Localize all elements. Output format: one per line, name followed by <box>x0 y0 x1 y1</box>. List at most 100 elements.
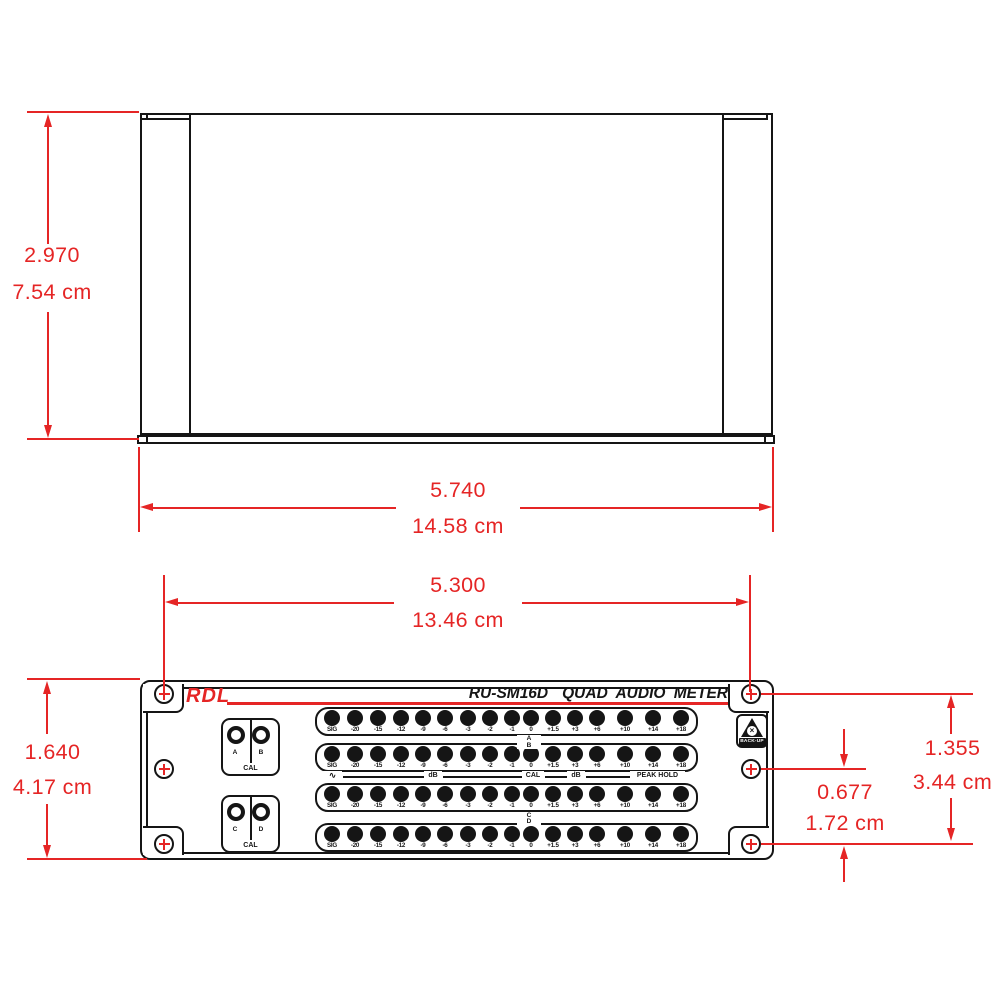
dim-ext-line <box>27 438 139 440</box>
top-view-right-panel-line <box>722 113 724 435</box>
cal-label: CAL <box>243 765 258 772</box>
led-indicator <box>415 826 431 842</box>
meter-tick-label: +10 <box>620 726 630 733</box>
meter-tick-label: -2 <box>487 802 493 809</box>
meter-tick-label: 0 <box>529 802 533 809</box>
screw-bottom-right <box>741 834 761 854</box>
divider-line <box>343 776 424 778</box>
led-indicator <box>370 710 386 726</box>
meter-tick-label: -6 <box>442 842 448 849</box>
cal-group-cd: C D CAL <box>221 795 280 853</box>
meter-tick-label: -20 <box>350 726 360 733</box>
dim-arrow-down <box>43 425 52 438</box>
top-view-right-lip-line <box>722 117 768 120</box>
meter-tick-label: +1.5 <box>547 762 559 769</box>
top-view-outline <box>140 113 773 435</box>
meter-tick-label: +6 <box>593 842 601 849</box>
meter-tick-label: SIG <box>326 762 338 769</box>
dim-ext-line <box>27 678 140 680</box>
divider-line <box>586 776 630 778</box>
front-panel-outline <box>140 680 774 860</box>
jack-label: B <box>258 749 264 756</box>
top-view-rail-left-tick <box>146 436 148 443</box>
led-indicator <box>324 786 340 802</box>
brand-logo: RDL <box>186 685 231 707</box>
led-indicator <box>415 746 431 762</box>
dim-text-metric: 1.72 cm <box>805 811 885 835</box>
top-view-left-lip-line <box>140 117 190 120</box>
meter-tick-label: -20 <box>350 762 360 769</box>
channel-marker-a: A <box>517 734 541 742</box>
meter-tick-label: -15 <box>373 842 383 849</box>
cal-jack-c[interactable] <box>227 803 245 821</box>
meter-tick-label: +6 <box>593 802 601 809</box>
meter-tick-label: +3 <box>571 802 579 809</box>
led-indicator <box>523 786 539 802</box>
dim-line <box>843 729 845 756</box>
meter-tick-label: -2 <box>487 762 493 769</box>
cal-jack-a[interactable] <box>227 726 245 744</box>
dim-arrow-left <box>165 598 178 606</box>
meter-tick-label: +3 <box>571 762 579 769</box>
meter-tick-label: -6 <box>442 762 448 769</box>
led-indicator <box>504 826 520 842</box>
meter-tick-label: +14 <box>648 726 658 733</box>
channel-marker-b: B <box>517 741 541 749</box>
led-indicator <box>460 746 476 762</box>
meter-tick-label: +18 <box>676 842 686 849</box>
led-indicator <box>673 710 689 726</box>
meter-tick-label: SIG <box>326 842 338 849</box>
meter-tick-label: -3 <box>465 762 471 769</box>
dim-line <box>950 706 952 734</box>
led-indicator <box>415 786 431 802</box>
dim-arrow-up <box>946 695 955 708</box>
dim-text-inches: 5.300 <box>430 573 486 597</box>
led-indicator <box>567 826 583 842</box>
meter-tick-label: +3 <box>571 842 579 849</box>
divider-label-db: dB <box>424 771 442 780</box>
dim-line <box>174 602 394 604</box>
dim-ext-line <box>749 575 751 692</box>
led-indicator <box>589 710 605 726</box>
led-indicator <box>617 710 633 726</box>
meter-tick-label: +10 <box>620 802 630 809</box>
meter-tick-label: -15 <box>373 762 383 769</box>
led-indicator <box>437 826 453 842</box>
model-number: RU-SM16D <box>468 685 549 702</box>
led-indicator <box>523 746 539 762</box>
led-indicator <box>437 710 453 726</box>
led-indicator <box>347 786 363 802</box>
dim-line <box>46 692 48 734</box>
dim-text-inches: 2.970 <box>24 243 80 267</box>
meter-tick-label: +18 <box>676 762 686 769</box>
dim-arrow-down <box>42 845 51 858</box>
meter-tick-label: SIG <box>326 726 338 733</box>
dim-ext-line <box>138 447 140 532</box>
dim-arrow-up <box>839 846 848 859</box>
led-indicator <box>567 786 583 802</box>
meter-tick-label: -1 <box>509 762 515 769</box>
dim-text-inches: 1.355 <box>924 736 981 760</box>
meter-tick-label: -3 <box>465 802 471 809</box>
led-indicator <box>617 746 633 762</box>
screw-middle-left <box>154 759 174 779</box>
top-view-left-panel-line <box>189 113 191 435</box>
led-indicator <box>393 746 409 762</box>
meter-tick-label: -9 <box>420 726 426 733</box>
screw-middle-right <box>741 759 761 779</box>
led-indicator <box>370 826 386 842</box>
dim-arrow-right <box>736 598 749 606</box>
cal-jack-b[interactable] <box>252 726 270 744</box>
meter-tick-label: +3 <box>571 726 579 733</box>
led-indicator <box>482 786 498 802</box>
dim-line <box>950 798 952 830</box>
led-indicator <box>324 826 340 842</box>
screw-bottom-left <box>154 834 174 854</box>
led-indicator <box>567 746 583 762</box>
led-indicator <box>370 786 386 802</box>
cal-jack-d[interactable] <box>252 803 270 821</box>
led-indicator <box>437 746 453 762</box>
